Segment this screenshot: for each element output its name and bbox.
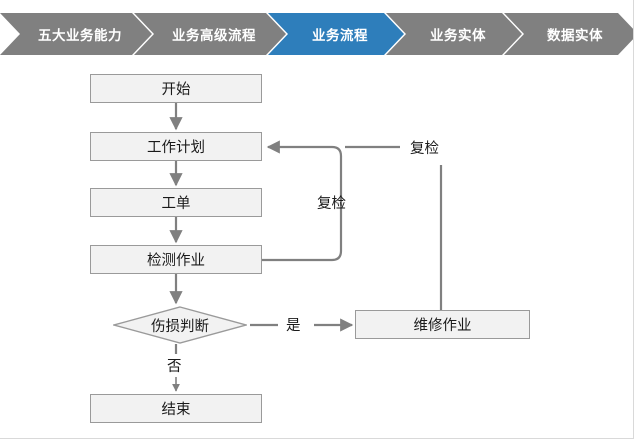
- node-end[interactable]: 结束: [90, 394, 262, 423]
- breadcrumb-item-2-label: 业务高级流程: [172, 28, 256, 43]
- flowchart: 开始 工作计划 工单 检测作业 伤损判断 维修作业 结束 复检 复检 是 否: [0, 55, 633, 438]
- edge-label-recheck-outer: 复检: [410, 141, 439, 157]
- edge-label-recheck-inner: 复检: [317, 196, 346, 212]
- breadcrumb-item-3-label: 业务流程: [312, 28, 368, 43]
- breadcrumb: 五大业务能力 业务高级流程 业务流程 业务实体 数据实体: [0, 13, 634, 55]
- node-repair[interactable]: 维修作业: [355, 310, 530, 339]
- breadcrumb-item-5[interactable]: 数据实体: [504, 13, 634, 55]
- node-start[interactable]: 开始: [90, 74, 262, 103]
- breadcrumb-item-1-label: 五大业务能力: [38, 28, 122, 43]
- edge-label-yes: 是: [286, 318, 301, 334]
- breadcrumb-item-4[interactable]: 业务实体: [386, 13, 522, 55]
- node-work-order-label: 工单: [161, 196, 191, 212]
- breadcrumb-item-3-active[interactable]: 业务流程: [268, 13, 404, 55]
- node-work-order[interactable]: 工单: [90, 188, 262, 217]
- node-work-plan[interactable]: 工作计划: [90, 132, 262, 161]
- node-damage-judge[interactable]: 伤损判断: [113, 306, 247, 344]
- edge-label-no: 否: [167, 359, 182, 375]
- breadcrumb-item-5-label: 数据实体: [547, 28, 603, 43]
- breadcrumb-item-1[interactable]: 五大业务能力: [0, 13, 152, 55]
- breadcrumb-item-2[interactable]: 业务高级流程: [134, 13, 286, 55]
- breadcrumb-item-4-label: 业务实体: [430, 28, 486, 43]
- node-start-label: 开始: [161, 82, 191, 98]
- node-inspection[interactable]: 检测作业: [90, 245, 262, 274]
- node-damage-judge-label: 伤损判断: [151, 318, 209, 335]
- node-repair-label: 维修作业: [413, 318, 472, 334]
- node-end-label: 结束: [161, 402, 191, 418]
- node-inspection-label: 检测作业: [147, 253, 205, 269]
- node-work-plan-label: 工作计划: [147, 140, 205, 156]
- diamond-shape: [113, 306, 247, 344]
